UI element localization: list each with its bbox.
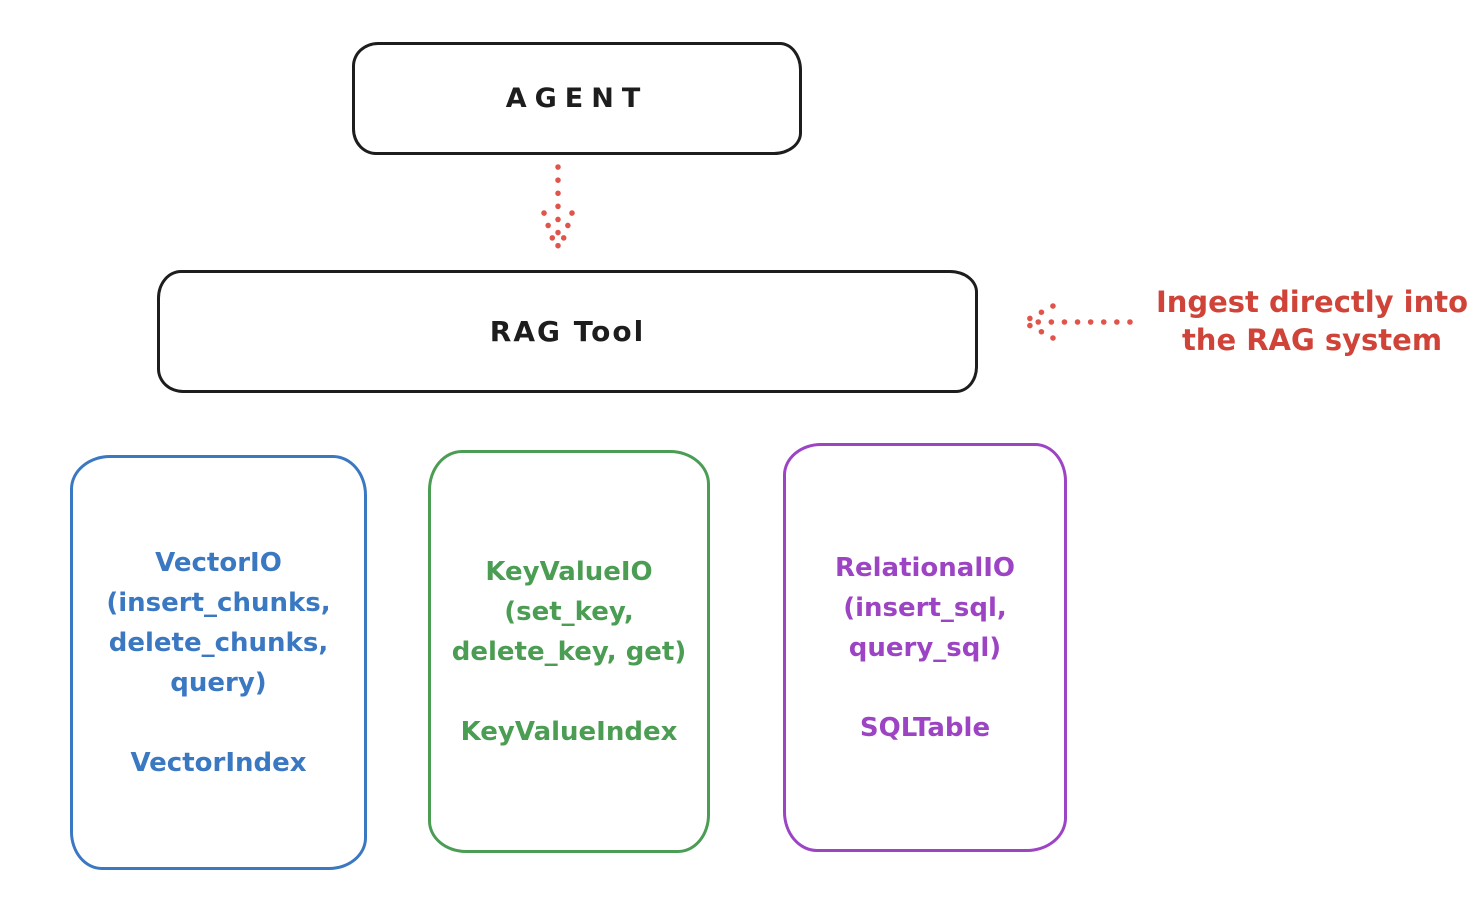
- ingest-annotation: Ingest directly into the RAG system: [1155, 285, 1469, 357]
- agent-label: AGENT: [505, 83, 649, 114]
- rag-tool-box: RAG Tool: [157, 270, 978, 393]
- keyvalue-io-title: KeyValueIO (set_key, delete_key, get): [451, 556, 687, 667]
- vector-index-label: VectorIndex: [130, 747, 307, 778]
- vector-io-box: VectorIO (insert_chunks, delete_chunks, …: [70, 455, 367, 870]
- sql-table-label: SQLTable: [859, 712, 991, 743]
- agent-box: AGENT: [352, 42, 802, 155]
- ingest-annotation-arrow-icon: [1024, 303, 1133, 341]
- agent-to-rag-arrow-icon: [541, 164, 575, 255]
- keyvalue-index-label: KeyValueIndex: [460, 716, 678, 747]
- vector-io-title: VectorIO (insert_chunks, delete_chunks, …: [106, 547, 331, 698]
- keyvalue-io-box: KeyValueIO (set_key, delete_key, get) Ke…: [428, 450, 710, 853]
- rag-tool-label: RAG Tool: [489, 315, 646, 348]
- relational-io-box: RelationalIO (insert_sql, query_sql) SQL…: [783, 443, 1067, 852]
- relational-io-title: RelationalIO (insert_sql, query_sql): [834, 552, 1016, 663]
